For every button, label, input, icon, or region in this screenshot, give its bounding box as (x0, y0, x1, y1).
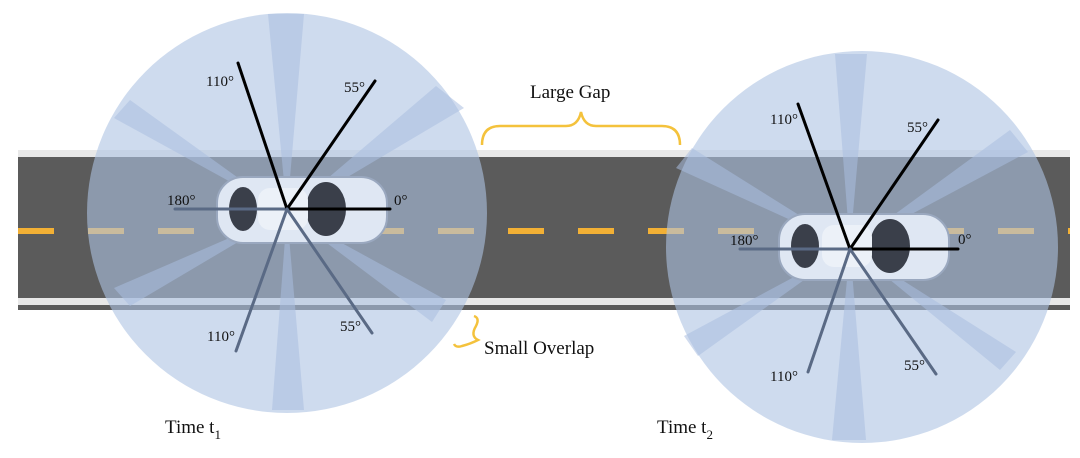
rays-t2 (738, 102, 960, 376)
angle-label-t1-upper-55: 55° (344, 80, 365, 96)
time-caption-t1-subscript: 1 (214, 427, 221, 442)
angle-label-t2-lower-110: 110° (770, 369, 798, 385)
time-caption-t2-subscript: 2 (706, 427, 713, 442)
angle-label-t2-180: 180° (730, 233, 759, 249)
lobe-t1-top (268, 14, 304, 213)
angle-label-t1-lower-110: 110° (207, 329, 235, 345)
ray-t1-55-upper (285, 79, 377, 211)
angle-label-t1-0: 0° (394, 193, 408, 209)
lobe-t2-top (835, 54, 867, 247)
road-edge-bottom (18, 298, 1070, 305)
ray-t1-110-lower (234, 207, 289, 353)
ray-t1-55-lower (285, 207, 374, 335)
time-caption-t1: Time t1 (165, 417, 221, 442)
large-gap-label: Large Gap (530, 82, 610, 103)
angle-label-t1-lower-55: 55° (340, 319, 361, 335)
angle-label-t2-0: 0° (958, 232, 972, 248)
small-overlap-brace (452, 314, 481, 348)
lobe-t1-bottom (272, 213, 304, 410)
time-caption-t2-prefix: Time t (657, 417, 707, 438)
ray-t2-110-upper (796, 102, 852, 251)
car-rear-window (791, 224, 819, 268)
angle-label-t2-lower-55: 55° (904, 358, 925, 374)
ray-t2-55-upper (848, 118, 940, 251)
road-edge-top (18, 150, 1070, 157)
car-windshield (870, 219, 910, 273)
ray-t1-110-upper (236, 61, 289, 211)
angle-label-t2-upper-55: 55° (907, 120, 928, 136)
lobe-t2-bottom (832, 247, 866, 440)
time-caption-t1-prefix: Time t (165, 417, 215, 438)
angle-label-t1-upper-110: 110° (206, 74, 234, 90)
time-caption-t2: Time t2 (657, 417, 713, 442)
ray-t2-110-lower (806, 247, 852, 374)
large-gap-brace (480, 111, 682, 146)
angle-label-t1-180: 180° (167, 193, 196, 209)
angle-label-t2-upper-110: 110° (770, 112, 798, 128)
ray-t2-55-lower (848, 247, 938, 376)
small-overlap-label: Small Overlap (484, 338, 594, 359)
rays-t1 (173, 61, 392, 353)
